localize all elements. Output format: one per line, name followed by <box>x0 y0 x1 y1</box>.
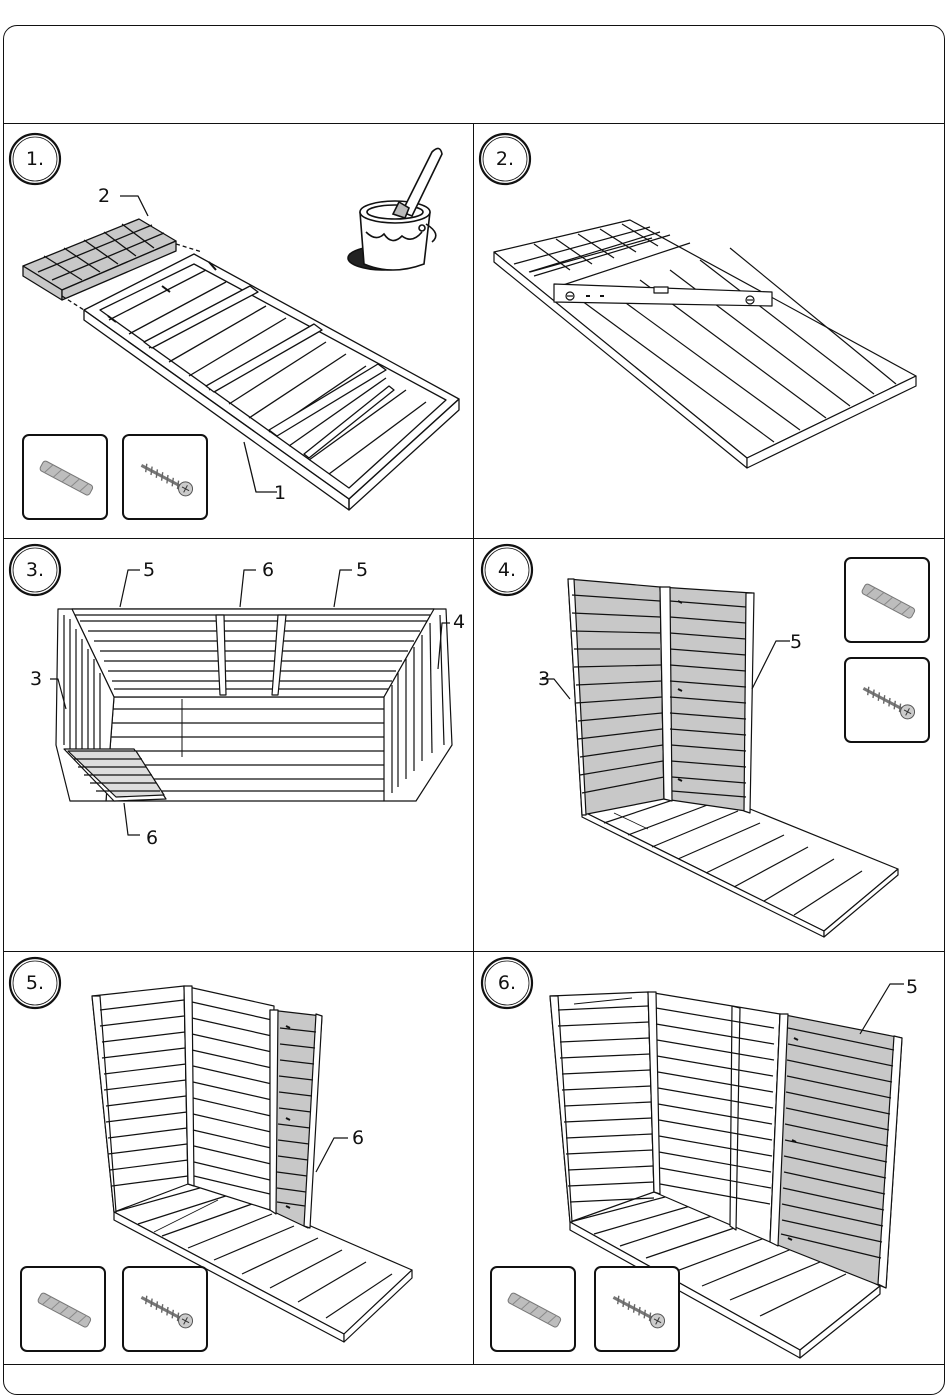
screw-icon <box>846 659 932 745</box>
wall-plug-icon <box>22 1268 108 1354</box>
screw-tool-box <box>122 434 208 520</box>
callout-part-6: 6 <box>352 1128 364 1148</box>
step-5-badge: 5. <box>8 956 62 1010</box>
wall-plug-icon <box>492 1268 578 1354</box>
step-4-panel: 4. 3 5 <box>474 539 944 951</box>
footer-divider <box>4 1364 944 1365</box>
step-2-panel: 2. <box>474 124 944 538</box>
step-4-badge: 4. <box>480 543 534 597</box>
callout-part-3: 3 <box>538 669 550 689</box>
wall-layout-illustration <box>4 539 473 951</box>
step-2-badge: 2. <box>478 132 532 186</box>
screw-tool-box <box>594 1266 680 1352</box>
callout-part-4: 4 <box>453 612 465 632</box>
step-6-panel: 6. 5 <box>474 952 944 1364</box>
wall-plug-icon <box>846 559 932 645</box>
callout-part-5-right: 5 <box>356 560 368 580</box>
step-2-number: 2. <box>478 132 532 186</box>
callout-part-5: 5 <box>906 977 918 997</box>
paint-bucket-with-brush-icon <box>348 148 442 270</box>
screw-icon <box>596 1268 682 1354</box>
step-1-panel: 1. 2 1 <box>4 124 473 538</box>
callout-part-5: 5 <box>790 632 802 652</box>
wall-plug-tool-box <box>22 434 108 520</box>
floor-level-illustration <box>474 124 944 538</box>
screw-icon <box>124 1268 210 1354</box>
step-3-panel: 3. 5 6 5 4 3 6 <box>4 539 473 951</box>
wall-plug-tool-box <box>844 557 930 643</box>
step-5-number: 5. <box>8 956 62 1010</box>
wall-plug-tool-box <box>20 1266 106 1352</box>
wall-plug-tool-box <box>490 1266 576 1352</box>
callout-part-5-left: 5 <box>143 560 155 580</box>
callout-part-6-front: 6 <box>146 828 158 848</box>
step-3-number: 3. <box>8 543 62 597</box>
step-1-number: 1. <box>8 132 62 186</box>
step-3-badge: 3. <box>8 543 62 597</box>
wall-plug-icon <box>24 436 110 522</box>
step-5-panel: 5. 6 <box>4 952 473 1364</box>
step-1-badge: 1. <box>8 132 62 186</box>
step-6-number: 6. <box>480 956 534 1010</box>
callout-part-1: 1 <box>274 483 286 503</box>
callout-part-6-top: 6 <box>262 560 274 580</box>
step-6-badge: 6. <box>480 956 534 1010</box>
step-4-number: 4. <box>480 543 534 597</box>
callout-part-2: 2 <box>98 186 110 206</box>
screw-tool-box <box>844 657 930 743</box>
callout-part-3: 3 <box>30 669 42 689</box>
screw-tool-box <box>122 1266 208 1352</box>
screw-icon <box>124 436 210 522</box>
